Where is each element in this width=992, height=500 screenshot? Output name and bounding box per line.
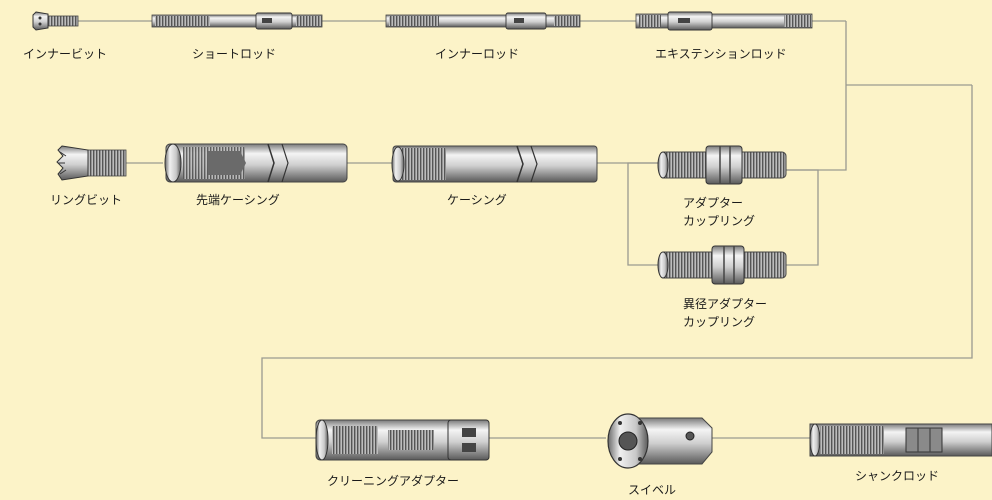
shank-rod-label: シャンクロッド [855,469,940,483]
extension-rod-label: エキステンションロッド [655,47,787,61]
swivel-label: スイベル [628,483,677,497]
inner-bit-label: インナービット [23,47,108,61]
casing-label: ケーシング [447,193,507,207]
inner-rod-label: インナーロッド [435,47,520,61]
cleaning-adapter-icon [315,419,490,461]
swivel-icon [607,413,713,469]
extension-rod-icon [635,11,813,31]
reducer-adapter-coupling-icon [657,245,787,285]
adapter-coupling-label-line2: カップリング [683,214,756,228]
short-rod-label: ショートロッド [192,47,277,61]
inner-bit-icon [32,11,79,31]
shank-rod-icon [809,423,992,457]
adapter-coupling-icon [657,145,787,185]
reducer-adapter-coupling-label-line2: カップリング [683,315,756,329]
tip-casing-label: 先端ケーシング [196,193,280,207]
inner-rod-icon [385,12,581,30]
tip-casing-icon [164,143,348,183]
cleaning-adapter-label: クリーニングアダプター [327,474,460,488]
ring-bit-icon [56,145,127,181]
connector-lines [78,20,973,439]
ring-bit-label: リングビット [50,193,123,207]
reducer-adapter-coupling-label-line1: 異径アダプター [683,297,768,311]
adapter-coupling-label-line1: アダプター [683,196,744,210]
casing-icon [391,145,598,183]
short-rod-icon [151,12,323,30]
